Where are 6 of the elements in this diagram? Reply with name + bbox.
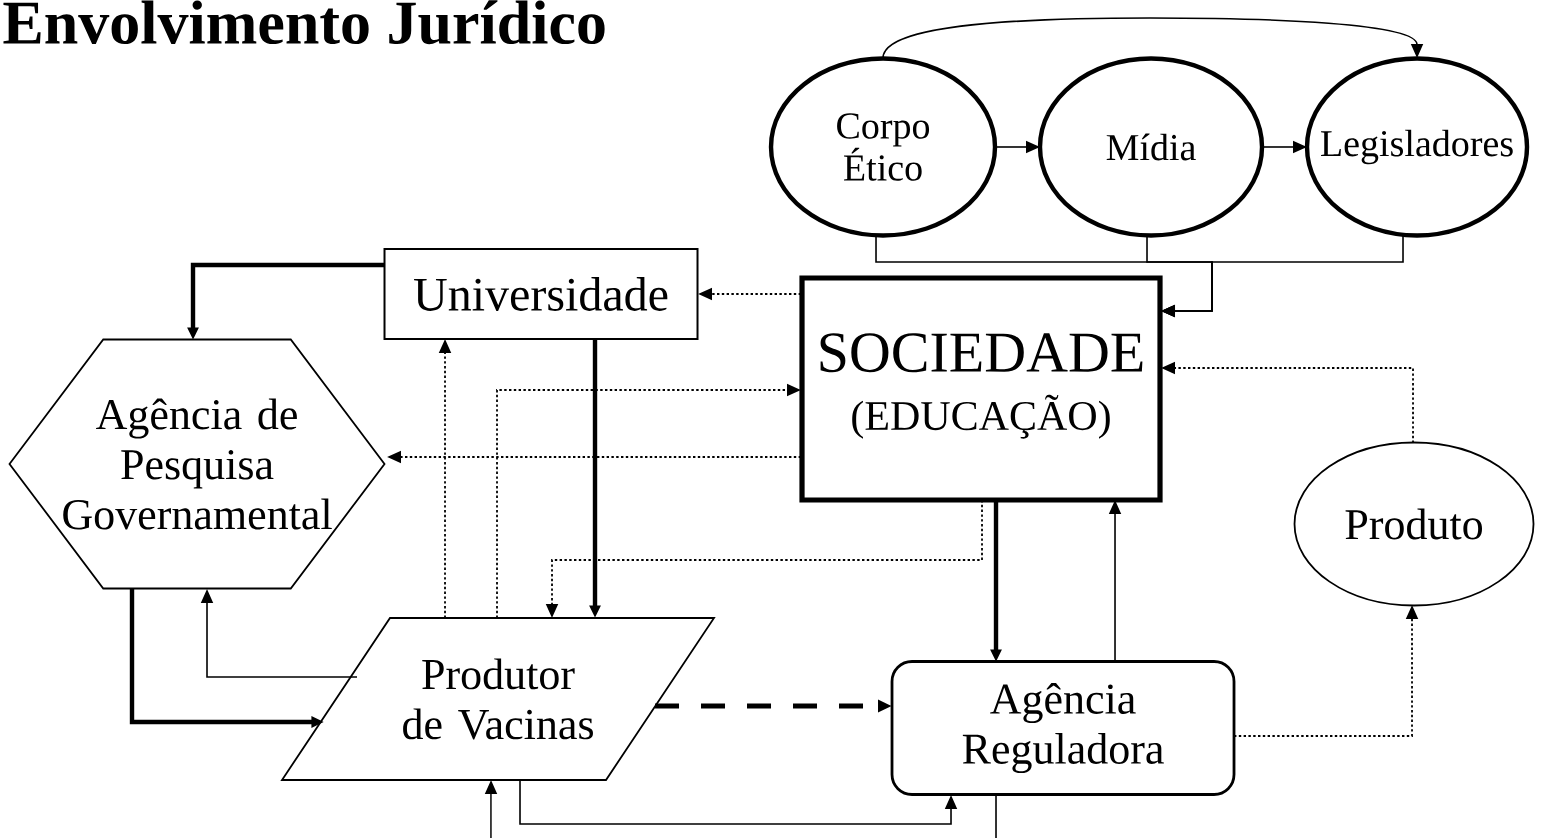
hexagon: Agência de Pesquisa Governamental <box>8 338 386 590</box>
box: Universidade <box>383 248 699 340</box>
rounded-box: Agência Reguladora <box>890 660 1236 796</box>
arrow <box>882 17 1424 59</box>
title: Envolvimento Jurídico <box>3 0 605 45</box>
box: SOCIEDADE (EDUCAÇÃO) <box>799 275 1163 503</box>
